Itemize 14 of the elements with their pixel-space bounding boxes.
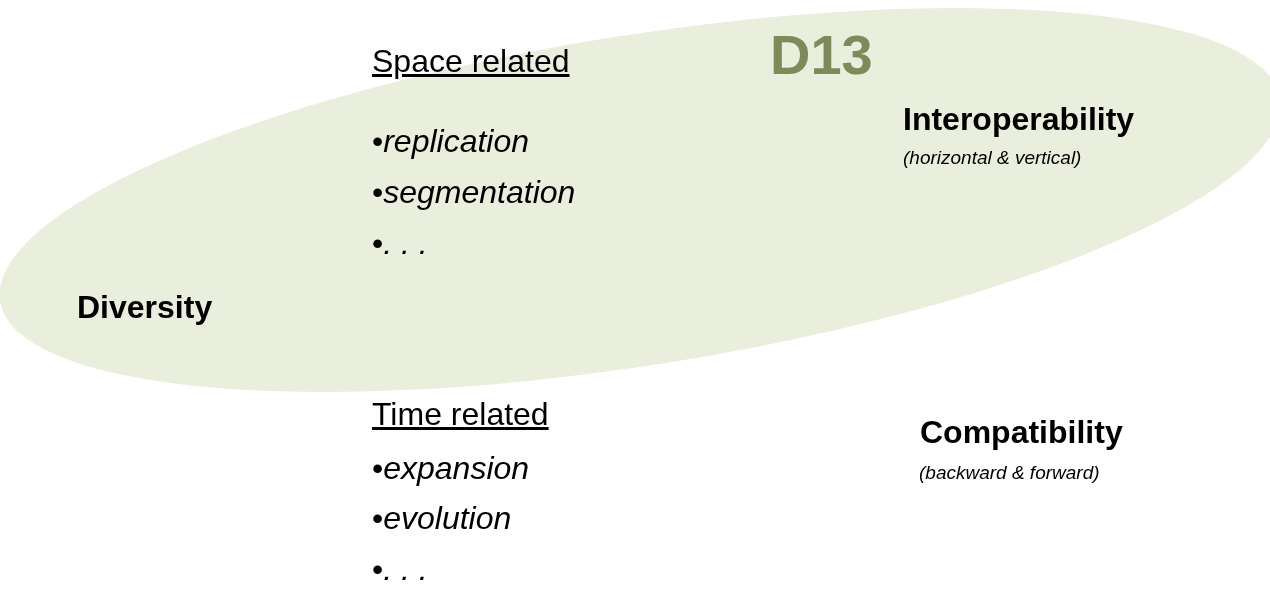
bullet-item: •expansion xyxy=(372,451,530,487)
watermark-code: D13 xyxy=(770,24,873,86)
bullet-item: •. . . xyxy=(372,226,428,262)
heading: Time related xyxy=(372,397,549,433)
bullet-item: •. . . xyxy=(372,552,428,588)
heading: Compatibility xyxy=(920,415,1123,451)
bullet-item: •evolution xyxy=(372,501,512,537)
subtitle: (backward & forward) xyxy=(919,463,1100,484)
bullet-item: •replication xyxy=(372,124,530,160)
heading: Diversity xyxy=(77,290,213,326)
subtitle: (horizontal & vertical) xyxy=(903,148,1082,169)
heading: Interoperability xyxy=(903,102,1135,138)
heading: Space related xyxy=(372,44,570,80)
bullet-item: •segmentation xyxy=(372,175,576,211)
